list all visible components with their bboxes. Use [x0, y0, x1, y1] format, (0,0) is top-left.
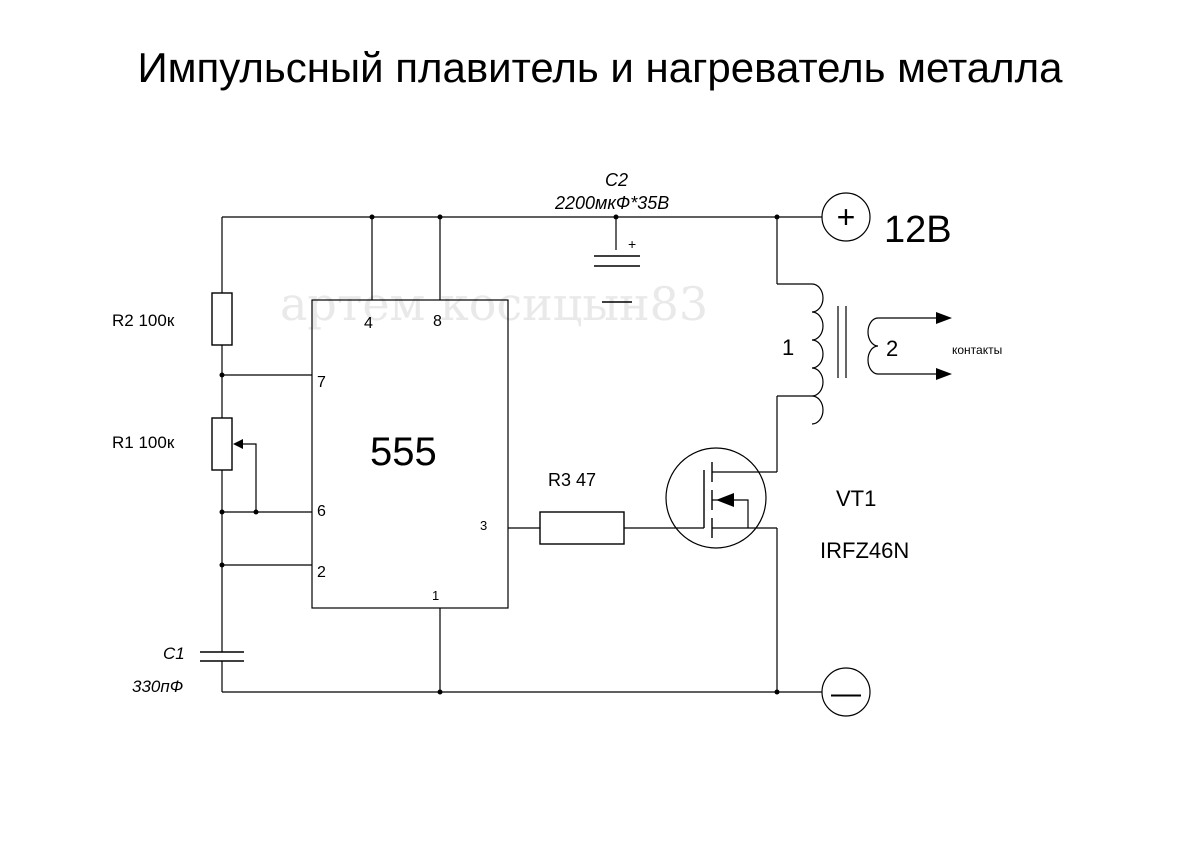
resistor-r1 — [211, 417, 233, 471]
ic-555-label: 555 — [370, 430, 437, 474]
mosfet-vt1-body — [665, 447, 767, 549]
ic-pin-2: 2 — [317, 564, 326, 581]
minus-terminal — [821, 667, 871, 717]
ic-pin-8: 8 — [433, 313, 442, 330]
plus-terminal — [821, 192, 871, 242]
r1-label: R1 100к — [112, 433, 175, 452]
plus-terminal-symbol: + — [837, 199, 856, 235]
transformer-secondary-coil — [867, 317, 879, 375]
junction-dot — [437, 689, 443, 695]
watermark: артем косицын83 — [280, 277, 708, 331]
voltage-label: 12В — [884, 209, 952, 251]
ic-pin-3: 3 — [480, 518, 487, 533]
c2-value-label: 2200мкФ*35В — [554, 193, 669, 213]
junction-dot — [369, 214, 375, 220]
resistor-r3 — [539, 511, 625, 545]
minus-terminal-symbol: — — [831, 677, 861, 710]
transformer-primary-coil — [811, 283, 824, 425]
r1-wiper-wire — [236, 443, 257, 512]
r3-label: R3 47 — [548, 470, 596, 490]
ic-555-body — [311, 299, 509, 609]
ic-pin-6: 6 — [317, 503, 326, 520]
c2-name-label: С2 — [605, 170, 628, 190]
transformer-secondary-label: 2 — [886, 336, 898, 361]
r2-label: R2 100к — [112, 311, 175, 330]
c2-plus-label: + — [628, 236, 636, 252]
transformer-primary-label: 1 — [782, 335, 794, 360]
ic-pin-1: 1 — [432, 588, 439, 603]
resistor-r2 — [211, 292, 233, 346]
contacts-label: контакты — [952, 343, 1002, 357]
c1-value-label: 330пФ — [132, 677, 183, 696]
vt1-name-label: VT1 — [836, 486, 876, 511]
ic-pin-4: 4 — [364, 315, 373, 332]
output-arrow-icon — [936, 312, 952, 324]
mosfet-arrow-icon — [716, 493, 734, 507]
vt1-part-label: IRFZ46N — [820, 538, 909, 563]
ic-pin-7: 7 — [317, 374, 326, 391]
r1-wiper-arrow — [233, 439, 243, 449]
junction-dot — [437, 214, 443, 220]
c1-name-label: С1 — [163, 644, 185, 663]
page-title: Импульсный плавитель и нагреватель метал… — [137, 44, 1063, 91]
output-arrow-icon — [936, 368, 952, 380]
